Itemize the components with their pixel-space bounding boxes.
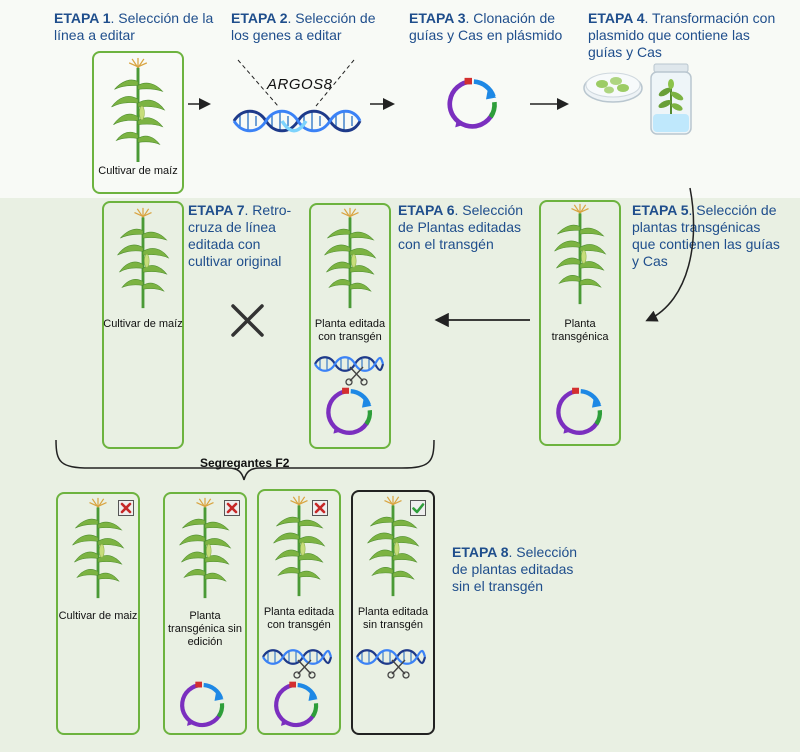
card-step-6 bbox=[309, 203, 391, 449]
caption-f2-1: Cultivar de maiz bbox=[58, 610, 138, 622]
card-step-7 bbox=[102, 201, 184, 449]
card-f2-1 bbox=[56, 492, 140, 735]
segregants-label: Segregantes F2 bbox=[200, 456, 290, 470]
caption-f2-2: Planta transgénica sin edición bbox=[168, 610, 242, 648]
caption-step-5: Planta transgénica bbox=[551, 318, 609, 343]
card-step-5 bbox=[539, 200, 621, 446]
gene-label: ARGOS8 bbox=[267, 76, 333, 93]
culture-jar-icon bbox=[650, 63, 692, 135]
reject-badge-icon bbox=[224, 500, 240, 516]
step-6-label: ETAPA 6. Selección de Plantas editadas c… bbox=[398, 202, 524, 252]
step-2-label: ETAPA 2. Selección de los genes a editar bbox=[231, 10, 376, 43]
reject-badge-icon bbox=[312, 500, 328, 516]
card-step-1 bbox=[92, 51, 184, 194]
step-1-label: ETAPA 1. Selección de la línea a editar bbox=[54, 10, 214, 43]
caption-step-7: Cultivar de maíz bbox=[103, 318, 183, 330]
reject-badge-icon bbox=[118, 500, 134, 516]
step-3-label: ETAPA 3. Clonación de guías y Cas en plá… bbox=[409, 10, 563, 43]
step-7-label: ETAPA 7. Retro-cruza de línea editada co… bbox=[188, 202, 292, 269]
step-8-label: ETAPA 8. Selección de plantas editadas s… bbox=[452, 544, 578, 594]
accept-badge-icon bbox=[410, 500, 426, 516]
caption-f2-3: Planta editada con transgén bbox=[263, 606, 335, 631]
caption-step-6: Planta editada con transgén bbox=[314, 318, 386, 343]
step-5-label: ETAPA 5. Selección de plantas transgénic… bbox=[632, 202, 780, 269]
petri-dish-icon bbox=[583, 72, 643, 103]
step-4-label: ETAPA 4. Transformación con plasmido que… bbox=[588, 10, 776, 60]
card-f2-2 bbox=[163, 492, 247, 735]
card-f2-3 bbox=[257, 489, 341, 735]
caption-step-1: Cultivar de maíz bbox=[98, 165, 178, 177]
card-f2-4 bbox=[351, 490, 435, 735]
caption-f2-4: Planta editada sin transgén bbox=[357, 606, 429, 631]
dna-helix-icon bbox=[232, 109, 362, 133]
gene-zoom-lines bbox=[237, 59, 355, 107]
